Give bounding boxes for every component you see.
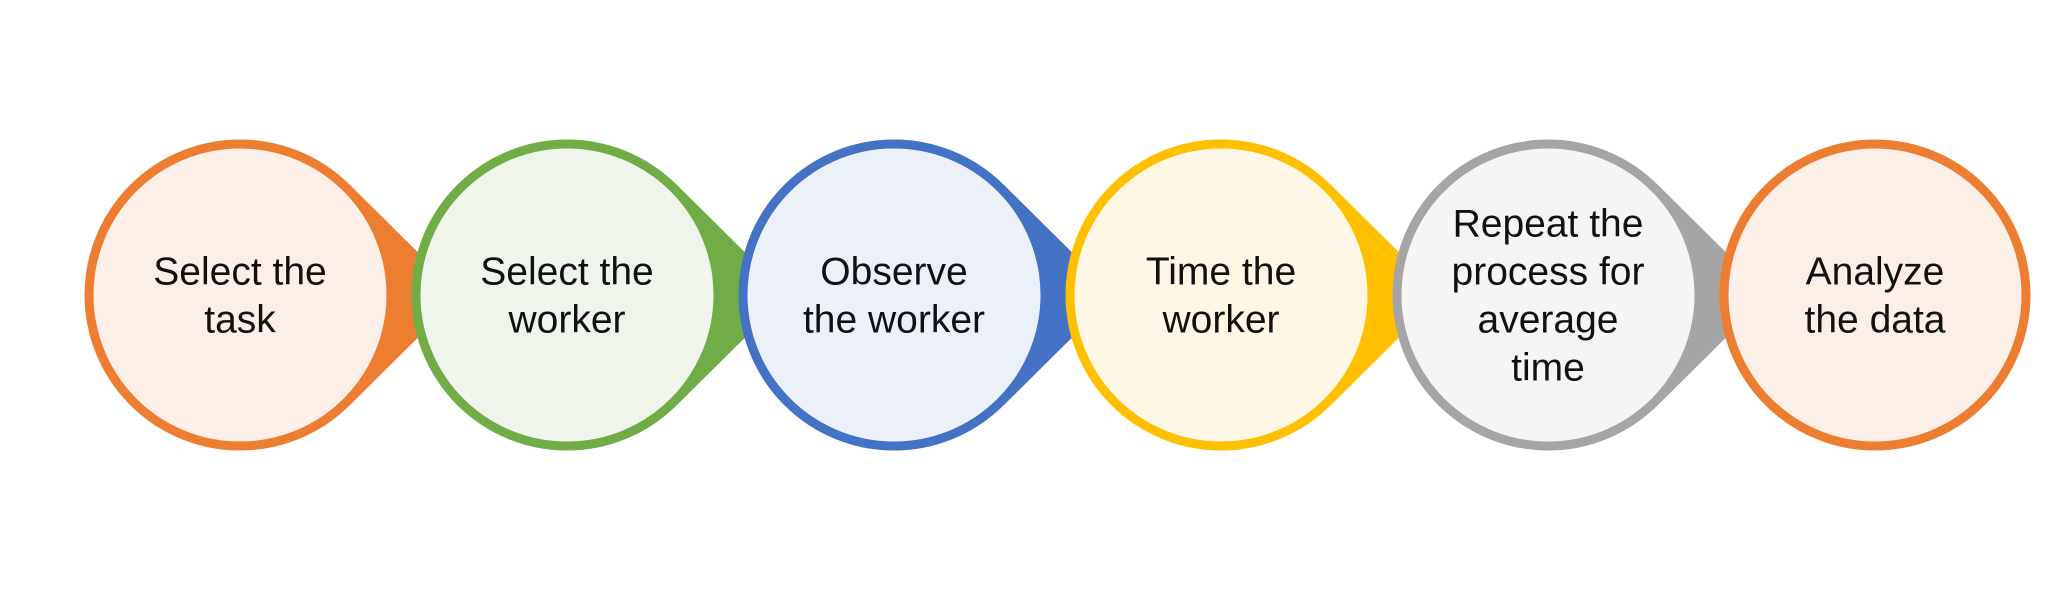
step-6-front: Analyze the data [1719,139,2031,451]
step-3-label-line: the worker [803,299,985,342]
step-3-label: Observe the worker [803,251,985,342]
step-4-circle [1065,139,1377,451]
step-6-label-line: the data [1805,299,1946,342]
step-5-label: Repeat the process for average time [1452,203,1645,390]
step-3-front: Observe the worker [738,139,1050,451]
step-5-label-line: process for [1452,251,1645,294]
step-1-label-line: Select the [153,251,326,294]
step-3-label-line: Observe [820,251,967,294]
step-5-label-line: average [1478,299,1619,342]
step-3-circle [738,139,1050,451]
step-4-label-line: Time the [1146,251,1296,294]
step-4-label: Time the worker [1146,251,1296,342]
step-2-front: Select the worker [411,139,723,451]
step-1-circle [84,139,396,451]
step-6-label-line: Analyze [1806,251,1945,294]
step-1-label-line: task [204,299,276,342]
step-5-front: Repeat the process for average time [1392,139,1704,451]
step-5-circle [1392,139,1704,451]
step-1-front: Select the task [84,139,396,451]
step-2-label-line: worker [507,299,625,342]
step-2-label-line: Select the [480,251,653,294]
step-4-label-line: worker [1161,299,1279,342]
step-5-label-line: time [1511,347,1585,390]
step-1-label: Select the task [153,251,326,342]
step-4-front: Time the worker [1065,139,1377,451]
step-6-circle [1719,139,2031,451]
step-6-label: Analyze the data [1805,251,1946,342]
step-2-label: Select the worker [480,251,653,342]
step-5-label-line: Repeat the [1453,203,1644,246]
step-2-circle [411,139,723,451]
